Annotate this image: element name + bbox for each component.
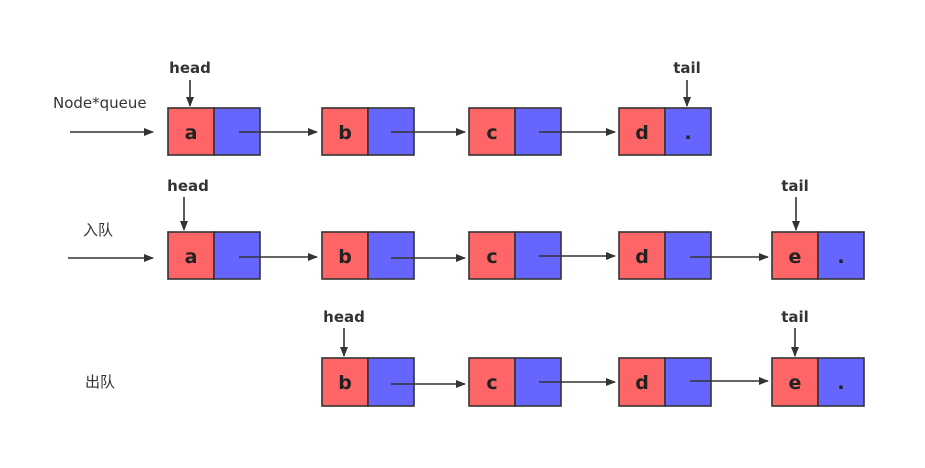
null-marker: .: [837, 246, 844, 268]
node-value-cell: [771, 357, 819, 407]
row-initial: Node*queue head tail a b c: [53, 59, 712, 156]
node-value: a: [185, 246, 198, 268]
node-value: a: [185, 122, 198, 144]
null-marker: .: [684, 122, 691, 144]
node-next-cell: [367, 357, 415, 407]
node-value-cell: [618, 107, 666, 156]
node-value-cell: [468, 107, 516, 156]
node-value-cell: [321, 107, 369, 156]
node-value: d: [635, 246, 649, 268]
node: b: [321, 231, 415, 280]
tail-label: tail: [673, 59, 701, 77]
node-value-cell: [618, 231, 666, 280]
node-next-cell: [817, 357, 865, 407]
node-value: e: [789, 246, 802, 268]
node-value: b: [338, 372, 352, 394]
tail-label: tail: [781, 308, 809, 326]
node: e .: [771, 357, 865, 407]
node-value: d: [635, 372, 649, 394]
node-next-cell: [817, 231, 865, 280]
node-value: c: [486, 246, 497, 268]
node-next-cell: [664, 357, 712, 407]
node-value-cell: [468, 231, 516, 280]
tail-label: tail: [781, 177, 809, 195]
row-enqueue: 入队 head tail a b c d: [68, 177, 865, 280]
node: d: [618, 231, 712, 280]
node-value: d: [635, 122, 649, 144]
node-next-cell: [367, 231, 415, 280]
row-label-enqueue: 入队: [83, 221, 113, 239]
node-next-cell: [664, 107, 712, 156]
row-label-dequeue: 出队: [85, 373, 115, 391]
node: a: [167, 231, 261, 280]
node-value: b: [338, 246, 352, 268]
node: d: [618, 357, 712, 407]
head-label: head: [167, 177, 209, 195]
node-value-cell: [167, 231, 215, 280]
node-value: c: [486, 372, 497, 394]
node-value: b: [338, 122, 352, 144]
node-next-cell: [664, 231, 712, 280]
node: e .: [771, 231, 865, 280]
node-value: c: [486, 122, 497, 144]
null-marker: .: [837, 372, 844, 394]
head-label: head: [323, 308, 365, 326]
row-label-queue: Node*queue: [53, 94, 147, 112]
node-value-cell: [468, 357, 516, 407]
node: d .: [618, 107, 712, 156]
node-value-cell: [167, 107, 215, 156]
node: b: [321, 357, 415, 407]
node-next-cell: [213, 231, 261, 280]
head-label: head: [169, 59, 211, 77]
row-dequeue: 出队 head tail b c d e .: [85, 308, 865, 407]
node-value: e: [789, 372, 802, 394]
